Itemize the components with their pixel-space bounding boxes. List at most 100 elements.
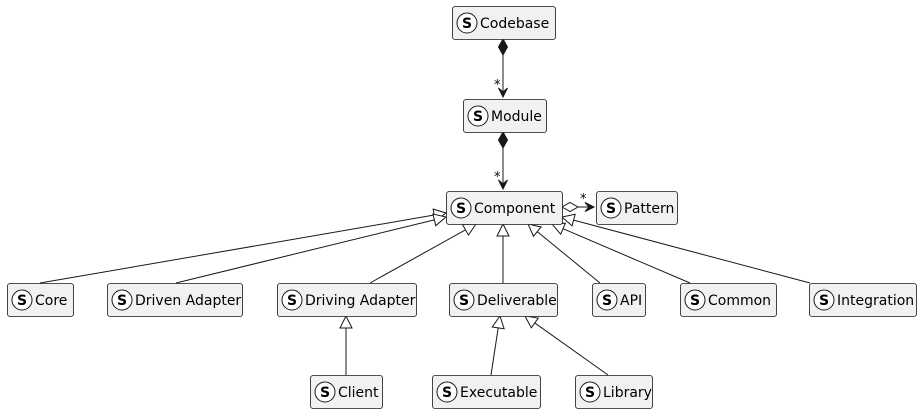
arrowhead — [498, 87, 508, 99]
edge-integration-to-component — [560, 213, 811, 284]
edge-client-to-driving-adapter — [339, 314, 353, 375]
edge-line — [175, 219, 435, 284]
edge-library-to-deliverable — [524, 315, 609, 376]
class-name: Library — [603, 385, 652, 401]
stereotype-letter: S — [473, 109, 483, 125]
composition-diamond — [497, 130, 509, 150]
class-name: Driving Adapter — [305, 293, 416, 309]
stereotype-s-icon — [453, 289, 475, 311]
edge-line — [536, 231, 601, 284]
class-box — [107, 283, 243, 317]
stereotype-letter: S — [287, 293, 297, 309]
edge-common-to-component — [550, 222, 691, 284]
class-node-client[interactable]: S Client — [310, 375, 383, 409]
stereotype-letter: S — [320, 385, 330, 401]
class-name: Client — [338, 385, 379, 401]
edges-layer: * * * — [39, 37, 811, 376]
multiplicity-label: * — [494, 170, 501, 185]
class-node-deliverable[interactable]: S Deliverable — [449, 283, 558, 317]
class-name: Codebase — [480, 16, 549, 32]
class-box — [449, 283, 558, 317]
class-node-common[interactable]: S Common — [680, 283, 777, 317]
generalization-arrowhead — [339, 314, 353, 329]
stereotype-letter: S — [442, 385, 452, 401]
stereotype-s-icon — [813, 289, 835, 311]
stereotype-letter: S — [17, 293, 27, 309]
edge-line — [573, 219, 811, 284]
arrowhead — [584, 202, 596, 212]
class-node-executable[interactable]: S Executable — [432, 375, 541, 409]
class-name: Pattern — [624, 201, 674, 217]
generalization-arrowhead — [461, 223, 477, 237]
stereotype-letter: S — [606, 201, 616, 217]
stereotype-letter: S — [585, 385, 595, 401]
stereotype-letter: S — [602, 293, 612, 309]
generalization-arrowhead — [527, 223, 542, 238]
class-name: Deliverable — [477, 293, 557, 309]
class-name: Core — [35, 293, 67, 309]
stereotype-s-icon — [579, 381, 601, 403]
class-box — [277, 283, 417, 317]
multiplicity-label: * — [580, 192, 587, 207]
class-node-core[interactable]: S Core — [7, 283, 74, 317]
edge-line — [490, 327, 499, 376]
class-box — [432, 375, 541, 409]
stereotype-s-icon — [456, 12, 478, 34]
class-box — [452, 6, 556, 40]
class-box — [809, 283, 917, 317]
generalization-arrowhead — [496, 222, 510, 237]
edge-module-to-component: * — [494, 130, 509, 191]
stereotype-letter: S — [690, 293, 700, 309]
stereotype-s-icon — [11, 289, 33, 311]
stereotype-s-icon — [450, 197, 472, 219]
class-node-library[interactable]: S Library — [575, 375, 653, 409]
edge-line — [369, 229, 466, 284]
generalization-arrowhead — [560, 213, 576, 227]
class-node-driven-adapter[interactable]: S Driven Adapter — [107, 283, 243, 317]
stereotype-letter: S — [456, 201, 466, 217]
class-node-pattern[interactable]: S Pattern — [596, 191, 678, 225]
aggregation-diamond — [560, 201, 580, 213]
arrowhead — [498, 179, 508, 191]
stereotype-letter: S — [117, 293, 127, 309]
class-node-component[interactable]: S Component — [446, 191, 563, 225]
edge-api-to-component — [527, 223, 601, 284]
stereotype-s-icon — [684, 289, 706, 311]
class-node-driving-adapter[interactable]: S Driving Adapter — [277, 283, 417, 317]
edge-driving-adapter-to-component — [369, 223, 477, 284]
class-node-api[interactable]: S API — [592, 283, 646, 317]
class-node-module[interactable]: S Module — [463, 99, 547, 133]
class-box — [446, 191, 563, 225]
edge-line — [534, 322, 609, 376]
edge-component-to-pattern: * — [560, 192, 596, 213]
stereotype-s-icon — [600, 197, 622, 219]
stereotype-s-icon — [111, 289, 133, 311]
multiplicity-label: * — [494, 78, 501, 93]
edge-codebase-to-module: * — [494, 37, 509, 99]
stereotype-s-icon — [281, 289, 303, 311]
class-box — [680, 283, 777, 317]
generalization-arrowhead — [491, 314, 505, 330]
class-name: Component — [474, 201, 556, 217]
class-name: Driven Adapter — [135, 293, 241, 309]
stereotype-letter: S — [459, 293, 469, 309]
edge-executable-to-deliverable — [490, 314, 505, 376]
edge-line — [562, 228, 691, 284]
class-name: API — [620, 293, 642, 309]
class-name: Common — [708, 293, 771, 309]
stereotype-s-icon — [314, 381, 336, 403]
class-name: Executable — [460, 385, 537, 401]
generalization-arrowhead — [524, 315, 540, 329]
edge-driven-adapter-to-component — [175, 213, 448, 284]
stereotype-s-icon — [596, 289, 618, 311]
class-name: Module — [491, 109, 542, 125]
class-node-codebase[interactable]: S Codebase — [452, 6, 556, 40]
composition-diamond — [497, 37, 509, 57]
edge-core-to-component — [39, 208, 448, 284]
stereotype-letter: S — [462, 16, 472, 32]
edge-line — [39, 214, 435, 284]
class-name: Integration — [837, 293, 914, 309]
